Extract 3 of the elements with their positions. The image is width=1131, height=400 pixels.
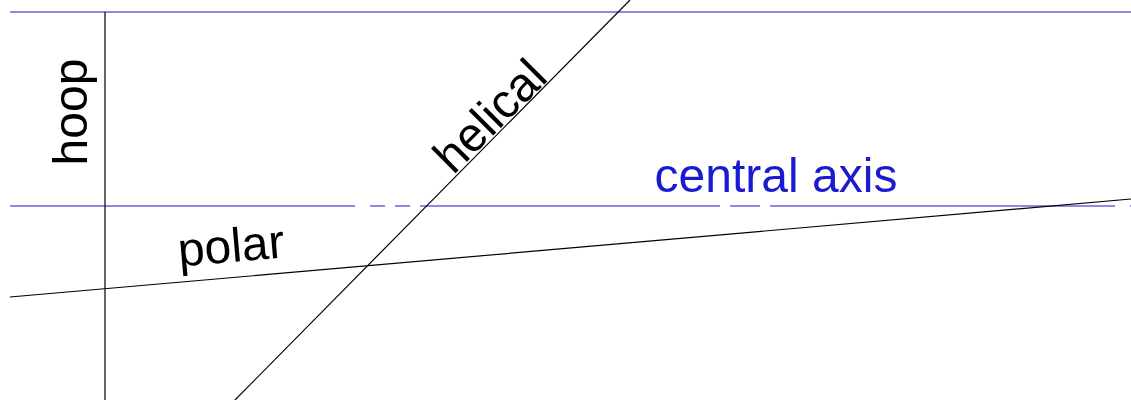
winding-label: polar <box>174 214 288 278</box>
winding-label: hoop <box>47 57 95 168</box>
winding-label: central axis <box>653 152 899 200</box>
